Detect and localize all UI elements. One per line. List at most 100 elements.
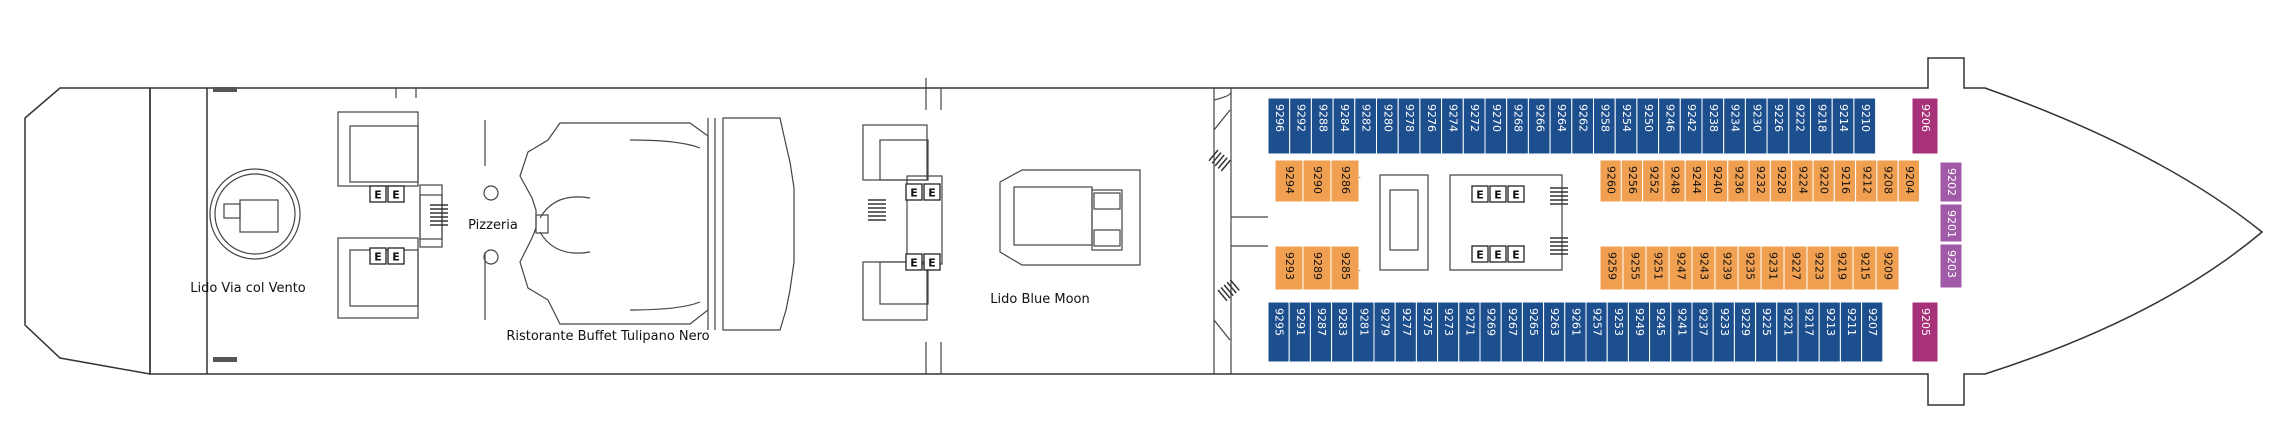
cabin-9247[interactable]: 9247 — [1668, 245, 1693, 291]
cabin-9232[interactable]: 9232 — [1748, 159, 1771, 203]
cabin-9290[interactable]: 9290 — [1302, 159, 1332, 203]
cabin-9263[interactable]: 9263 — [1543, 301, 1566, 363]
cabin-9289[interactable]: 9289 — [1302, 245, 1332, 291]
cabin-9220[interactable]: 9220 — [1812, 159, 1835, 203]
cabin-9253[interactable]: 9253 — [1606, 301, 1629, 363]
cabin-9223[interactable]: 9223 — [1806, 245, 1831, 291]
cabin-9230[interactable]: 9230 — [1744, 97, 1768, 155]
cabin-9209[interactable]: 9209 — [1875, 245, 1900, 291]
cabin-9280[interactable]: 9280 — [1376, 97, 1399, 155]
cabin-9265[interactable]: 9265 — [1521, 301, 1545, 363]
cabin-9242[interactable]: 9242 — [1679, 97, 1703, 155]
cabin-9227[interactable]: 9227 — [1783, 245, 1808, 291]
cabin-9222[interactable]: 9222 — [1788, 97, 1812, 155]
cabin-9295[interactable]: 9295 — [1267, 301, 1290, 363]
cabin-9224[interactable]: 9224 — [1791, 159, 1814, 203]
cabin-9215[interactable]: 9215 — [1852, 245, 1877, 291]
cabin-9260[interactable]: 9260 — [1599, 159, 1622, 203]
cabin-9282[interactable]: 9282 — [1354, 97, 1378, 155]
cabin-9251[interactable]: 9251 — [1645, 245, 1670, 291]
cabin-9285[interactable]: 9285 — [1330, 245, 1360, 291]
cabin-9211[interactable]: 9211 — [1839, 301, 1863, 363]
cabin-9234[interactable]: 9234 — [1723, 97, 1746, 155]
cabin-9258[interactable]: 9258 — [1593, 97, 1616, 155]
cabin-9221[interactable]: 9221 — [1776, 301, 1799, 363]
cabin-9271[interactable]: 9271 — [1458, 301, 1481, 363]
cabin-9201[interactable]: 9201 — [1939, 203, 1963, 243]
cabin-9217[interactable]: 9217 — [1797, 301, 1820, 363]
cabin-9218[interactable]: 9218 — [1810, 97, 1833, 155]
cabin-9293[interactable]: 9293 — [1274, 245, 1304, 291]
cabin-9233[interactable]: 9233 — [1712, 301, 1735, 363]
cabin-9249[interactable]: 9249 — [1627, 301, 1651, 363]
cabin-9216[interactable]: 9216 — [1833, 159, 1857, 203]
cabin-number: 9226 — [1772, 104, 1785, 132]
cabin-9250[interactable]: 9250 — [1636, 97, 1660, 155]
cabin-9205[interactable]: 9205 — [1911, 301, 1939, 363]
cabin-number: 9244 — [1690, 166, 1703, 194]
cabin-9276[interactable]: 9276 — [1419, 97, 1443, 155]
cabin-9278[interactable]: 9278 — [1397, 97, 1421, 155]
cabin-9214[interactable]: 9214 — [1831, 97, 1855, 155]
cabin-9255[interactable]: 9255 — [1622, 245, 1647, 291]
cabin-9239[interactable]: 9239 — [1714, 245, 1739, 291]
cabin-9202[interactable]: 9202 — [1939, 161, 1963, 203]
cabin-9204[interactable]: 9204 — [1897, 159, 1920, 203]
cabin-9212[interactable]: 9212 — [1855, 159, 1878, 203]
cabin-9296[interactable]: 9296 — [1267, 97, 1291, 155]
cabin-9275[interactable]: 9275 — [1415, 301, 1439, 363]
cabin-9281[interactable]: 9281 — [1352, 301, 1375, 363]
cabin-9284[interactable]: 9284 — [1332, 97, 1356, 155]
cabin-9274[interactable]: 9274 — [1441, 97, 1464, 155]
cabin-9206[interactable]: 9206 — [1911, 97, 1939, 155]
cabin-9237[interactable]: 9237 — [1691, 301, 1714, 363]
cabin-9243[interactable]: 9243 — [1691, 245, 1716, 291]
cabin-9288[interactable]: 9288 — [1310, 97, 1334, 155]
cabin-9246[interactable]: 9246 — [1658, 97, 1681, 155]
cabin-9287[interactable]: 9287 — [1309, 301, 1333, 363]
cabin-9269[interactable]: 9269 — [1479, 301, 1502, 363]
cabin-9203[interactable]: 9203 — [1939, 243, 1963, 289]
cabin-9231[interactable]: 9231 — [1760, 245, 1785, 291]
cabin-9277[interactable]: 9277 — [1394, 301, 1417, 363]
cabin-9292[interactable]: 9292 — [1289, 97, 1312, 155]
cabin-9270[interactable]: 9270 — [1484, 97, 1508, 155]
cabin-9208[interactable]: 9208 — [1876, 159, 1899, 203]
cabin-9286[interactable]: 9286 — [1330, 159, 1360, 203]
cabin-9244[interactable]: 9244 — [1684, 159, 1707, 203]
cabin-9228[interactable]: 9228 — [1769, 159, 1793, 203]
cabin-9245[interactable]: 9245 — [1649, 301, 1672, 363]
cabin-9235[interactable]: 9235 — [1737, 245, 1762, 291]
cabin-9207[interactable]: 9207 — [1861, 301, 1884, 363]
cabin-9283[interactable]: 9283 — [1331, 301, 1354, 363]
cabin-9262[interactable]: 9262 — [1571, 97, 1595, 155]
cabin-9219[interactable]: 9219 — [1829, 245, 1854, 291]
cabin-9213[interactable]: 9213 — [1818, 301, 1841, 363]
cabin-9252[interactable]: 9252 — [1642, 159, 1665, 203]
cabin-9225[interactable]: 9225 — [1755, 301, 1778, 363]
elevator-letter: E — [910, 257, 918, 270]
cabin-9279[interactable]: 9279 — [1373, 301, 1396, 363]
cabin-9291[interactable]: 9291 — [1288, 301, 1311, 363]
cabin-9236[interactable]: 9236 — [1727, 159, 1750, 203]
cabin-number: 9267 — [1506, 308, 1519, 336]
cabin-9248[interactable]: 9248 — [1663, 159, 1686, 203]
cabin-9240[interactable]: 9240 — [1706, 159, 1729, 203]
cabin-9254[interactable]: 9254 — [1614, 97, 1638, 155]
cabin-9241[interactable]: 9241 — [1670, 301, 1693, 363]
cabin-9229[interactable]: 9229 — [1733, 301, 1757, 363]
cabin-9273[interactable]: 9273 — [1437, 301, 1460, 363]
cabin-9294[interactable]: 9294 — [1274, 159, 1304, 203]
cabin-9267[interactable]: 9267 — [1500, 301, 1523, 363]
cabin-9264[interactable]: 9264 — [1549, 97, 1573, 155]
cabin-9261[interactable]: 9261 — [1564, 301, 1587, 363]
cabin-9210[interactable]: 9210 — [1853, 97, 1877, 155]
cabin-9259[interactable]: 9259 — [1599, 245, 1624, 291]
cabin-9238[interactable]: 9238 — [1701, 97, 1725, 155]
cabin-9256[interactable]: 9256 — [1620, 159, 1644, 203]
cabin-9272[interactable]: 9272 — [1462, 97, 1486, 155]
cabin-9266[interactable]: 9266 — [1527, 97, 1551, 155]
cabin-9226[interactable]: 9226 — [1766, 97, 1790, 155]
cabin-9257[interactable]: 9257 — [1585, 301, 1608, 363]
cabin-9268[interactable]: 9268 — [1506, 97, 1529, 155]
